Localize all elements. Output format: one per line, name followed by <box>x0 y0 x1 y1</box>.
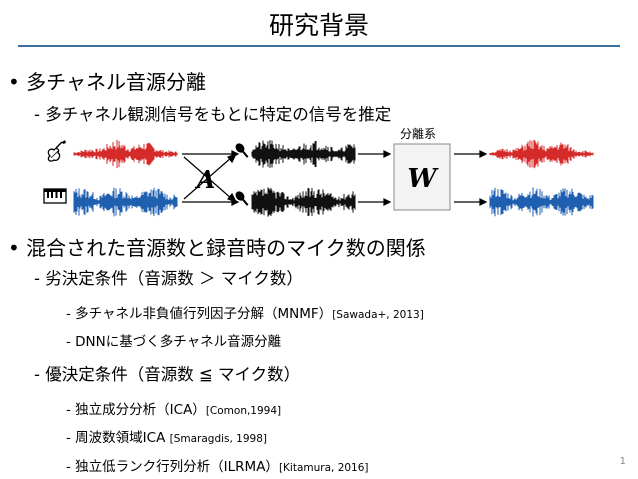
mixing-matrix-a: A <box>195 165 216 194</box>
underdetermined-item-dnn: - DNNに基づく多チャネル音源分離 <box>66 330 281 350</box>
page-number: 1 <box>619 456 626 467</box>
item-text: - 多チャネル非負値行列因子分解（MNMF） <box>66 306 333 322</box>
separated-waveform-1 <box>489 139 594 169</box>
demix-input-arrows <box>358 150 392 206</box>
violin-icon <box>47 140 66 162</box>
demixing-box <box>393 143 451 211</box>
citation: [Comon,1994] <box>205 405 282 417</box>
underdetermined-item-mnmf: - 多チャネル非負値行列因子分解（MNMF）[Sawada+, 2013] <box>66 302 424 322</box>
item-text: - 独立成分分析（ICA） <box>66 402 206 418</box>
observed-waveform-1 <box>251 140 356 168</box>
source-waveform-1 <box>73 139 178 169</box>
demix-output-arrows <box>454 150 488 206</box>
overdetermined-item-ica: - 独立成分分析（ICA）[Comon,1994] <box>66 398 281 418</box>
item-text: - DNNに基づく多チャネル音源分離 <box>66 334 282 350</box>
microphone-icon <box>235 143 249 158</box>
citation: [Kitamura, 2016] <box>278 462 369 474</box>
separation-system-label: 分離系 <box>400 127 436 141</box>
separated-waveform-2 <box>489 187 594 217</box>
citation: [Sawada+, 2013] <box>332 309 424 321</box>
demixing-matrix-w: W <box>407 164 439 194</box>
citation: [Smaragdis, 1998] <box>169 433 267 445</box>
item-text: - 周波数領域ICA <box>66 430 170 446</box>
mixing-arrows <box>182 150 240 206</box>
separation-diagram: 分離系 A <box>43 127 594 217</box>
bullet-source-mic-relation: • 混合された音源数と録音時のマイク数の関係 <box>8 236 426 260</box>
microphone-icon <box>235 191 249 206</box>
bullet-multichannel-sub: - 多チャネル観測信号をもとに特定の信号を推定 <box>34 105 392 124</box>
slide-title: 研究背景 <box>268 11 369 40</box>
piano-icon <box>43 188 67 204</box>
underdetermined-header: - 劣決定条件（音源数 ＞ マイク数） <box>34 269 303 288</box>
overdetermined-header: - 優決定条件（音源数 ≦ マイク数） <box>34 365 301 384</box>
overdetermined-item-fdica: - 周波数領域ICA [Smaragdis, 1998] <box>66 426 267 446</box>
source-waveform-2 <box>73 187 178 217</box>
item-text: - 独立低ランク行列分析（ILRMA） <box>66 459 279 475</box>
observed-waveform-2 <box>251 187 356 217</box>
overdetermined-item-ilrma: - 独立低ランク行列分析（ILRMA）[Kitamura, 2016] <box>66 455 369 475</box>
bullet-multichannel-separation: • 多チャネル音源分離 <box>8 70 206 94</box>
title-divider <box>18 45 620 47</box>
